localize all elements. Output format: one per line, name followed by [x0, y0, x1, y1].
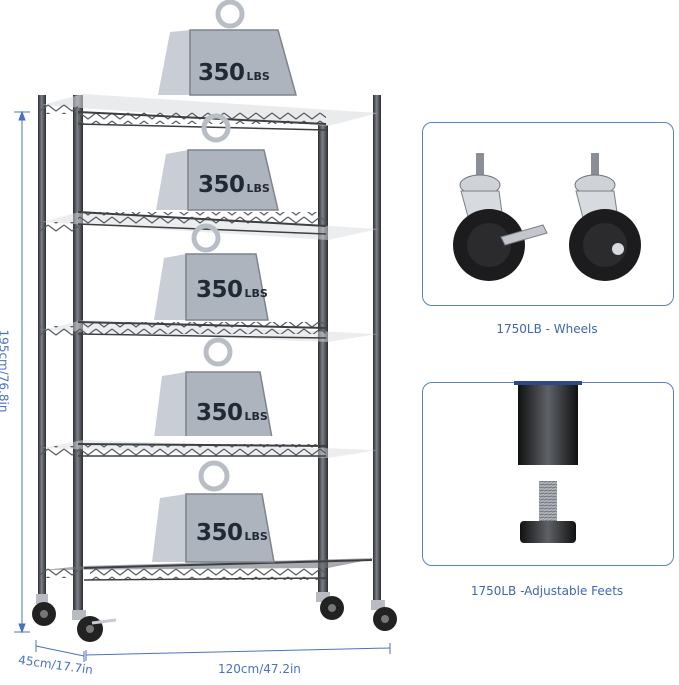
rear-left-post [38, 95, 46, 595]
weight-block-icon [154, 223, 269, 321]
width-dimension-label: 120cm/47.2in [218, 662, 301, 676]
wheels-callout-box [422, 122, 674, 306]
weight-block-icon [152, 460, 275, 563]
width-dimension-line [85, 643, 391, 661]
weight-block-icon [156, 113, 279, 211]
feet-callout-label: 1750LB -Adjustable Feets [470, 584, 624, 598]
front-left-post [73, 95, 83, 615]
caster-rear-right [316, 592, 344, 620]
shelf-4 [40, 440, 378, 458]
shelf-1 [40, 94, 378, 131]
caster-front-left [72, 610, 117, 642]
caster-rear-left [32, 594, 56, 626]
wheels-callout-label: 1750LB - Wheels [496, 322, 598, 336]
caster-front-right [371, 600, 397, 631]
leveling-foot-icon [514, 381, 582, 543]
weight-block-icon [154, 337, 273, 436]
shelf-5 [40, 558, 378, 581]
rear-right-post [373, 95, 381, 600]
front-right-post [318, 125, 328, 595]
shelf-3 [40, 320, 378, 342]
feet-callout-box [422, 381, 674, 566]
caster-wheels-icon [453, 153, 641, 281]
weight-block-icon [158, 0, 297, 96]
height-dimension-label: 195cm/76.8in [0, 329, 11, 413]
depth-dimension-line [35, 640, 85, 662]
height-dimension-line [14, 110, 30, 634]
